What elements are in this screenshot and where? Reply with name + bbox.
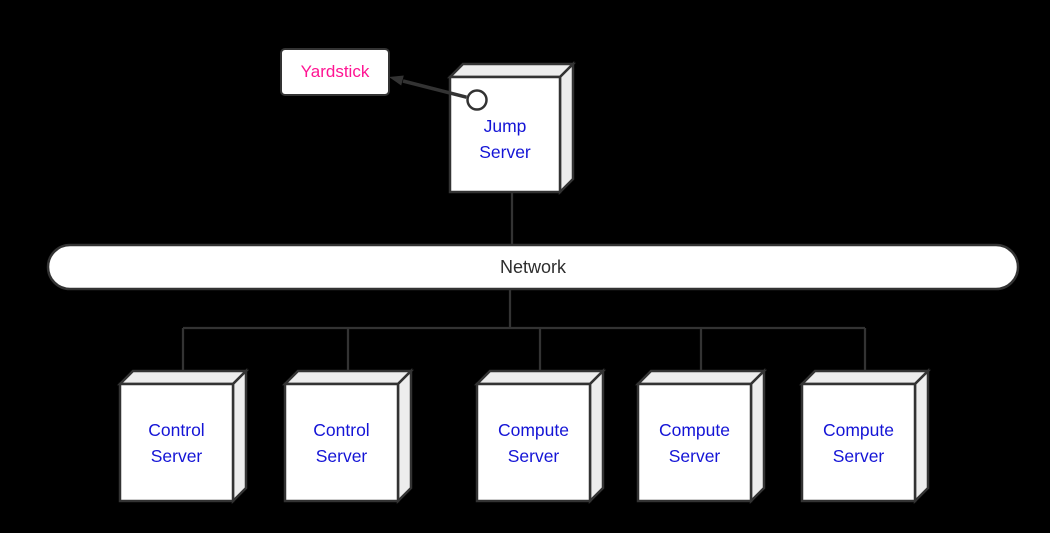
jump-server-front-face	[448, 75, 562, 194]
interface-circle-icon	[466, 89, 488, 111]
arrow-head-icon	[389, 75, 404, 86]
arrow-line	[402, 79, 467, 99]
jump-server-top-face	[446, 62, 577, 79]
compute-server-node-3	[798, 367, 932, 505]
node-front-face	[475, 382, 592, 503]
jump-server-right-face	[558, 60, 575, 196]
node-top-face	[281, 369, 415, 386]
node-top-face	[798, 369, 932, 386]
node-right-face	[913, 367, 930, 505]
node-right-face	[588, 367, 605, 505]
yardstick-box	[280, 48, 390, 96]
jump-server-node	[446, 60, 577, 196]
node-right-face	[749, 367, 766, 505]
node-right-face	[231, 367, 248, 505]
node-top-face	[116, 369, 250, 386]
node-front-face	[118, 382, 235, 503]
node-front-face	[283, 382, 400, 503]
node-front-face	[800, 382, 917, 503]
node-top-face	[473, 369, 607, 386]
network-pill	[46, 243, 1020, 291]
control-server-node-1	[116, 367, 250, 505]
control-server-node-2	[281, 367, 415, 505]
node-right-face	[396, 367, 413, 505]
node-top-face	[634, 369, 768, 386]
compute-server-node-1	[473, 367, 607, 505]
compute-server-node-2	[634, 367, 768, 505]
node-front-face	[636, 382, 753, 503]
